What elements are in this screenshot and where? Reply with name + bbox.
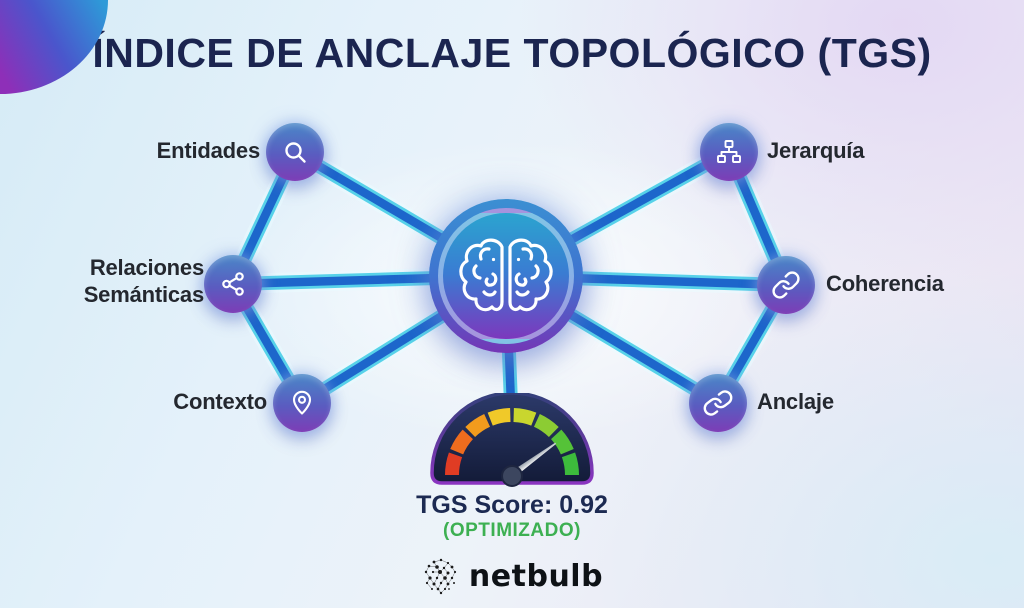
label-entidades: Entidades xyxy=(156,138,261,163)
link-icon xyxy=(703,390,733,416)
label-contexto: Contexto xyxy=(173,389,267,414)
label-jerarquia: Jerarquía xyxy=(767,138,865,163)
tgs-score-gauge xyxy=(430,393,594,487)
node-anclaje xyxy=(689,374,747,432)
node-coherencia xyxy=(757,256,815,314)
search-icon xyxy=(285,142,306,163)
page-title: ÍNDICE DE ANCLAJE TOPOLÓGICO (TGS) xyxy=(92,30,932,76)
brain-node-bezel xyxy=(438,208,574,344)
link-icon xyxy=(772,271,800,299)
network-sphere-icon xyxy=(424,558,457,595)
node-relaciones xyxy=(204,255,262,313)
hierarchy-icon xyxy=(717,140,741,163)
brain-icon xyxy=(459,238,553,312)
gauge-casing xyxy=(430,393,594,485)
logo-wordmark: netbulb xyxy=(468,558,604,594)
node-jerarquia xyxy=(700,123,758,181)
gauge-needle-hub xyxy=(501,465,523,487)
tgs-status-text: (OPTIMIZADO) xyxy=(443,520,581,541)
node-entidades xyxy=(266,123,324,181)
node-contexto xyxy=(273,374,331,432)
netbulb-logo: netbulb xyxy=(0,553,1024,599)
location-pin-icon xyxy=(292,390,312,415)
gauge-color-segments xyxy=(445,408,579,476)
node-center-brain xyxy=(429,199,583,353)
share-network-icon xyxy=(222,272,244,296)
label-relaciones: Relaciones Semánticas xyxy=(83,255,204,307)
label-coherencia: Coherencia xyxy=(826,271,944,296)
label-anclaje: Anclaje xyxy=(757,389,834,414)
tgs-score-text: TGS Score: 0.92 xyxy=(416,491,608,519)
